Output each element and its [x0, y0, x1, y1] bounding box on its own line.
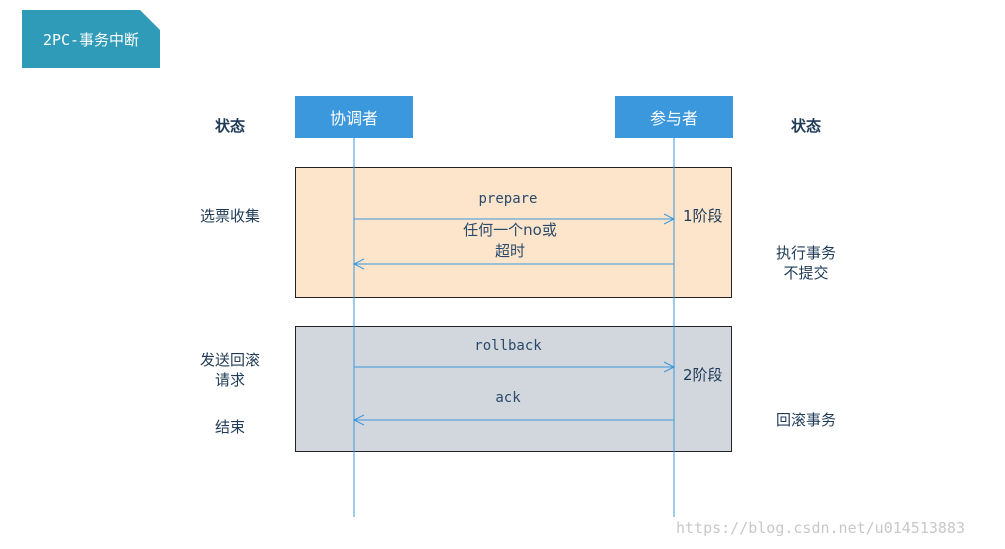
- reply-message-line2: 超时: [494, 242, 525, 260]
- reply-message-line1: 任何一个no或: [463, 221, 557, 239]
- state-exec-line1: 执行事务: [775, 244, 836, 262]
- state-rollback-tx: 回滚事务: [775, 411, 836, 429]
- state-send-rollback-line1: 发送回滚: [199, 351, 260, 369]
- ack-message: ack: [495, 390, 521, 406]
- rollback-message: rollback: [474, 338, 542, 354]
- state-exec-line2: 不提交: [783, 264, 829, 282]
- phase2-label: 2阶段: [683, 366, 723, 384]
- watermark: https://blog.csdn.net/u014513883: [676, 519, 965, 537]
- diagram-title: 2PC-事务中断: [22, 10, 160, 68]
- prepare-message: prepare: [478, 191, 538, 207]
- state-heading-right: 状态: [790, 117, 821, 135]
- phase1-label: 1阶段: [683, 207, 723, 225]
- phase1-box: [295, 167, 732, 298]
- state-end: 结束: [214, 418, 245, 436]
- participant-actor: 参与者: [615, 96, 733, 138]
- ack-arrow: [352, 414, 674, 426]
- reply-arrow: [352, 258, 674, 270]
- state-heading-left: 状态: [214, 117, 245, 135]
- state-vote-collect: 选票收集: [199, 207, 260, 225]
- coordinator-actor: 协调者: [295, 96, 413, 138]
- phase2-box: [295, 326, 732, 452]
- state-send-rollback-line2: 请求: [214, 371, 245, 389]
- rollback-arrow: [354, 361, 676, 373]
- prepare-arrow: [354, 213, 676, 225]
